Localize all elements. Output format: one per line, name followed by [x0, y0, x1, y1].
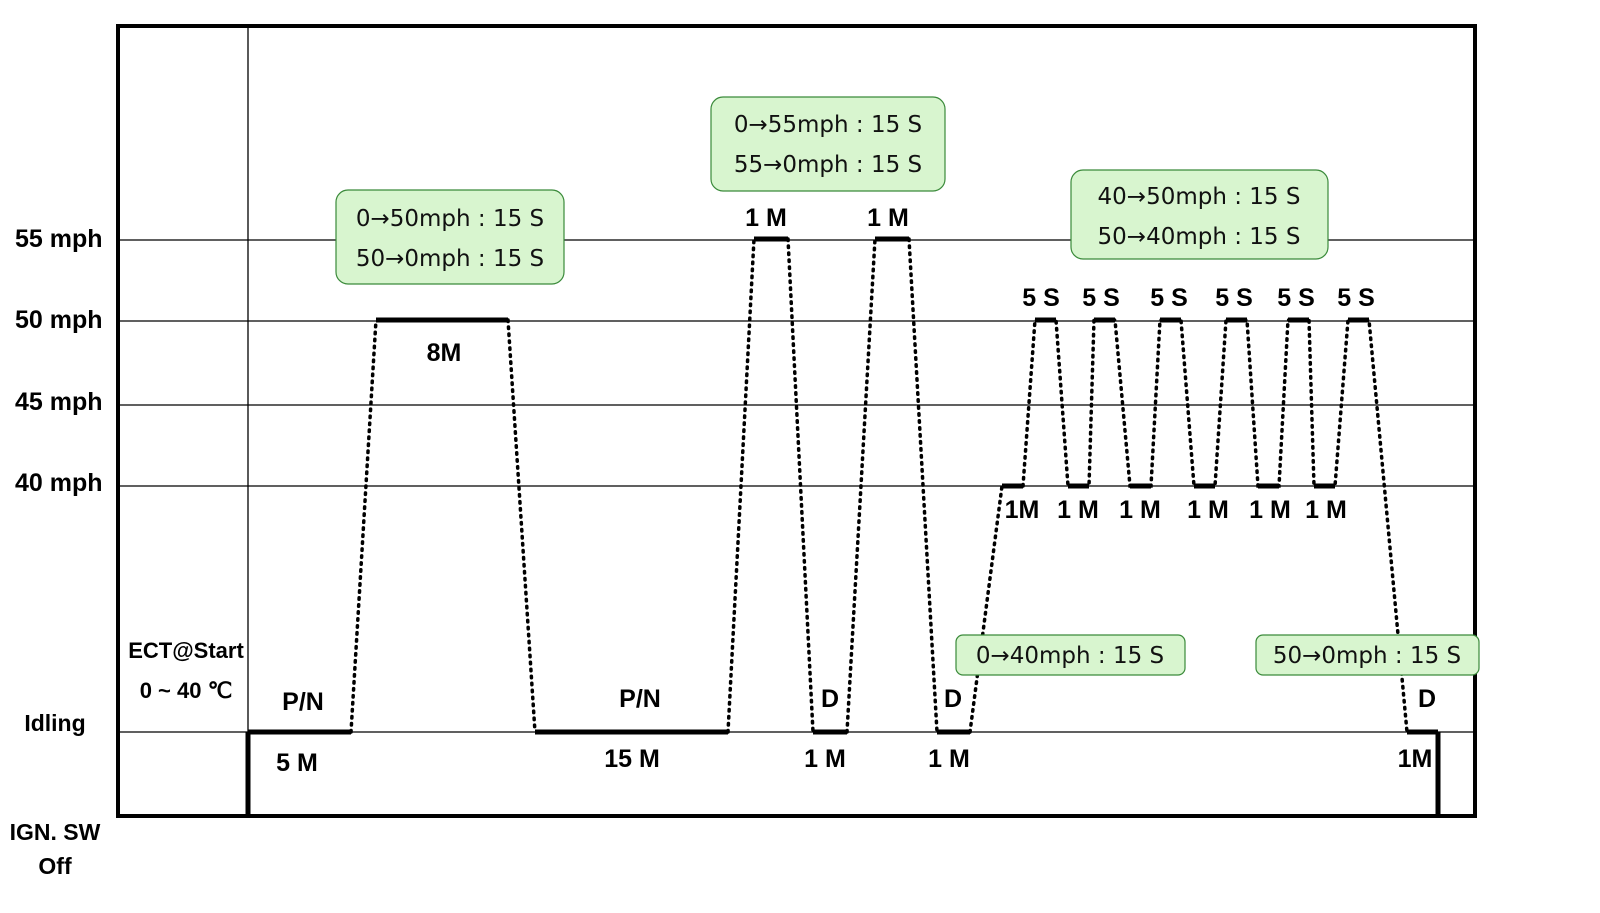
ramp-0-55-a [726, 237, 756, 734]
label-40mph-1m-3: 1 M [1119, 496, 1161, 524]
label-d-a: D [821, 685, 839, 713]
note-box-0-50: 0→50mph : 15 S 50→0mph : 15 S [335, 189, 565, 285]
ramp-50-0 [506, 318, 537, 734]
label-d-b: D [944, 685, 962, 713]
note-box-0-55-line1: 0→55mph : 15 S [734, 112, 922, 138]
label-5s-2: 5 S [1082, 284, 1120, 312]
label-d-end: D [1418, 685, 1436, 713]
note-box-40-50: 40→50mph : 15 S 50→40mph : 15 S [1070, 169, 1329, 260]
ramps-40-50-cycle [1021, 318, 1409, 734]
label-5s-4: 5 S [1215, 284, 1253, 312]
note-box-0-55-line2: 55→0mph : 15 S [734, 152, 922, 178]
note-box-0-40: 0→40mph : 15 S [955, 634, 1186, 676]
label-idle-1m-a: 1 M [804, 745, 846, 773]
ramp-0-55-b [845, 237, 877, 734]
ramp-0-40 [968, 484, 1004, 734]
label-40mph-1m-1: 1M [1005, 496, 1040, 524]
label-5s-1: 5 S [1022, 284, 1060, 312]
label-pn-mid: P/N [619, 685, 661, 713]
label-40mph-1m-2: 1 M [1057, 496, 1099, 524]
label-40mph-1m-5: 1 M [1249, 496, 1291, 524]
y-label-ignition-line2: Off [38, 853, 72, 879]
note-box-0-50-line1: 0→50mph : 15 S [356, 206, 544, 232]
chart-frame [116, 24, 1477, 818]
note-box-0-40-line1: 0→40mph : 15 S [976, 643, 1164, 669]
label-5s-3: 5 S [1150, 284, 1188, 312]
note-box-40-50-line1: 40→50mph : 15 S [1098, 184, 1301, 210]
label-5s-6: 5 S [1337, 284, 1375, 312]
ramp-55-0-b [907, 237, 939, 734]
label-8m: 8M [427, 339, 462, 367]
label-40mph-1m-6: 1 M [1305, 496, 1347, 524]
note-box-50-0: 50→0mph : 15 S [1255, 634, 1480, 676]
label-55mph-1m-a: 1 M [745, 204, 787, 232]
label-idle-1m-end: 1M [1398, 745, 1433, 773]
label-55mph-1m-b: 1 M [867, 204, 909, 232]
note-box-0-55: 0→55mph : 15 S 55→0mph : 15 S [710, 96, 946, 192]
label-40mph-1m-4: 1 M [1187, 496, 1229, 524]
ramp-0-50 [349, 318, 378, 734]
y-label-40mph: 40 mph [15, 469, 103, 497]
ramp-55-0-a [786, 237, 815, 734]
label-pn-start: P/N [282, 688, 324, 716]
label-idle-1m-b: 1 M [928, 745, 970, 773]
note-box-50-0-line1: 50→0mph : 15 S [1273, 643, 1461, 669]
y-label-idling: Idling [24, 710, 85, 736]
y-label-ignition-line1: IGN. SW [10, 819, 101, 845]
y-label-50mph: 50 mph [15, 306, 103, 334]
label-5m: 5 M [276, 749, 318, 777]
label-5s-5: 5 S [1277, 284, 1315, 312]
y-label-55mph: 55 mph [15, 225, 103, 253]
y-label-45mph: 45 mph [15, 388, 103, 416]
label-15m: 15 M [604, 745, 660, 773]
ect-label-line2: 0 ~ 40 ℃ [140, 678, 233, 703]
note-box-0-50-line2: 50→0mph : 15 S [356, 246, 544, 272]
note-box-40-50-line2: 50→40mph : 15 S [1098, 224, 1301, 250]
ect-label-line1: ECT@Start [128, 638, 244, 663]
